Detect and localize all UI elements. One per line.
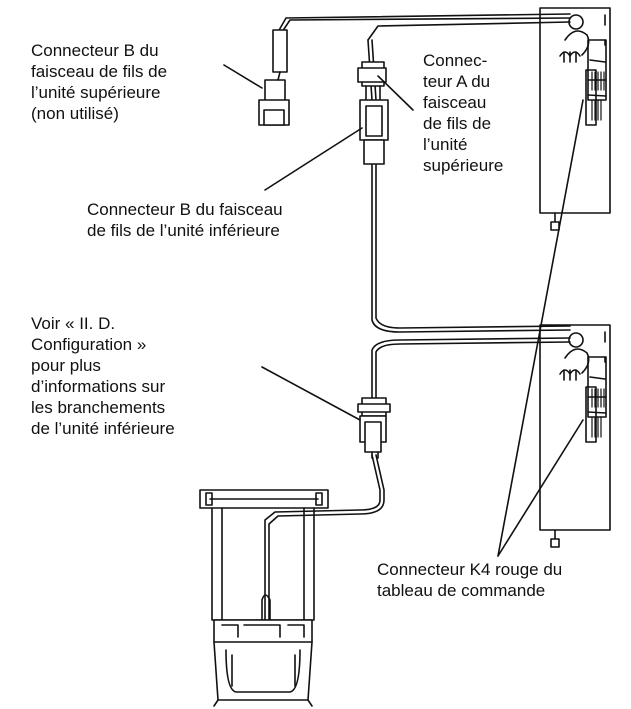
connector-b-upper-unit xyxy=(258,29,290,126)
upper-control-unit xyxy=(539,7,611,231)
outlet-unit xyxy=(199,489,329,707)
label-see-configuration: Voir « II. D. Configuration » pour plus … xyxy=(31,314,175,438)
leader-connector-a-upper xyxy=(377,75,414,111)
leader-lines xyxy=(223,64,584,557)
wire-harness xyxy=(264,13,571,621)
leader-k4-lower xyxy=(497,419,584,557)
label-connector-b-upper: Connecteur B du faisceau de fils de l’un… xyxy=(31,41,168,123)
leader-lower-connector xyxy=(261,366,361,421)
connector-b-lower-unit xyxy=(359,99,389,165)
label-connector-b-lower: Connecteur B du faisceau de fils de l’un… xyxy=(87,200,283,240)
label-k4-connector: Connecteur K4 rouge du tableau de comman… xyxy=(377,560,563,600)
leader-connector-b-lower xyxy=(264,127,363,191)
connector-a-upper-unit xyxy=(357,61,387,101)
leader-connector-b-upper xyxy=(223,64,263,89)
leader-k4-upper xyxy=(497,99,584,557)
lower-control-unit xyxy=(539,324,611,548)
label-connector-a-upper: Connec- teur A du faisceau de fils de l’… xyxy=(423,51,504,175)
connector-lower-unit xyxy=(357,397,391,459)
